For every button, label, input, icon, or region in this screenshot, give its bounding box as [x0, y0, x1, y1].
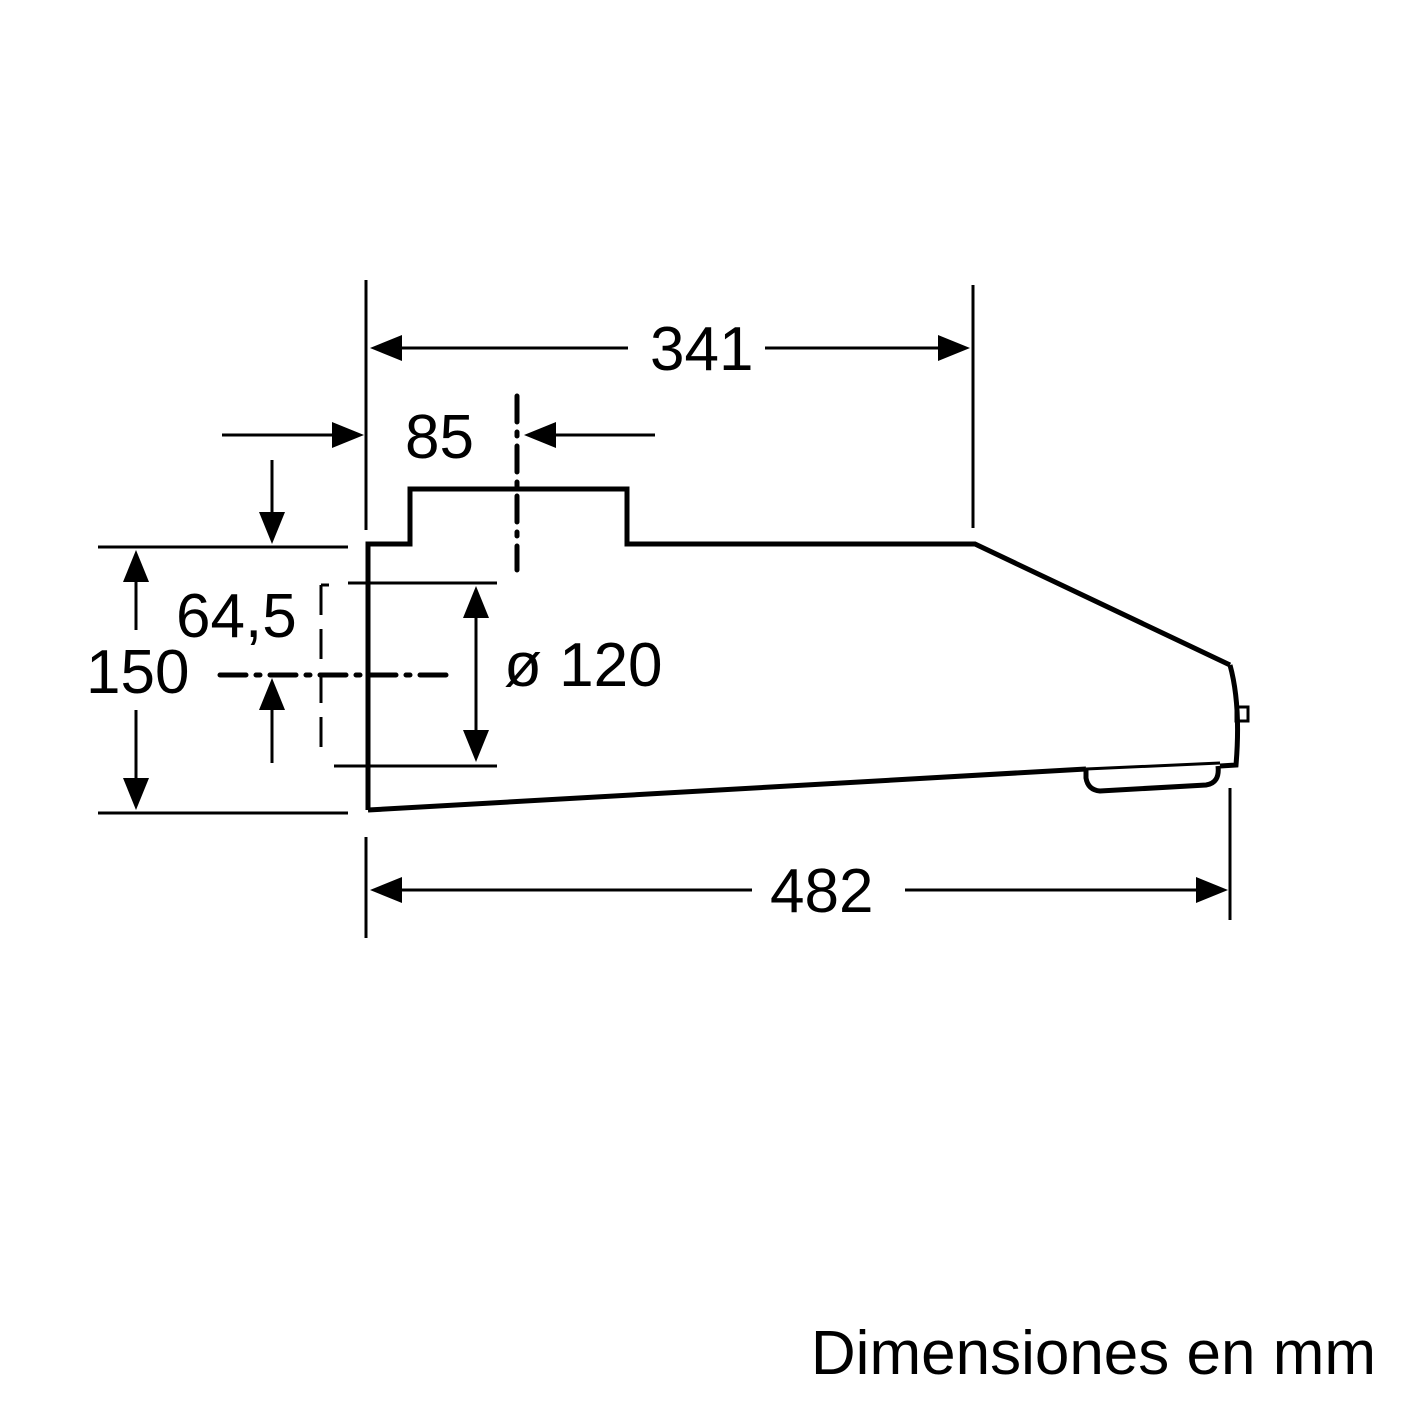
dimension-85: 85 [222, 403, 655, 472]
dimension-diameter-120: ø 120 [463, 586, 663, 762]
dimension-label-diameter: ø 120 [504, 631, 663, 700]
extension-lines [98, 280, 1232, 938]
hood-outline [365, 486, 1250, 813]
dimension-64-5: 64,5 [176, 460, 297, 763]
control-knob [1234, 705, 1250, 723]
dimension-label-64-5: 64,5 [176, 582, 297, 651]
dimension-label-85: 85 [405, 403, 474, 472]
dimension-label-482: 482 [770, 857, 873, 926]
units-caption: Dimensiones en mm [810, 1319, 1376, 1388]
dimension-150: 150 [86, 550, 189, 810]
dimension-341: 341 [370, 315, 970, 384]
dimension-label-341: 341 [650, 315, 753, 384]
dimension-label-150: 150 [86, 638, 189, 707]
dimension-482: 482 [370, 857, 1228, 926]
